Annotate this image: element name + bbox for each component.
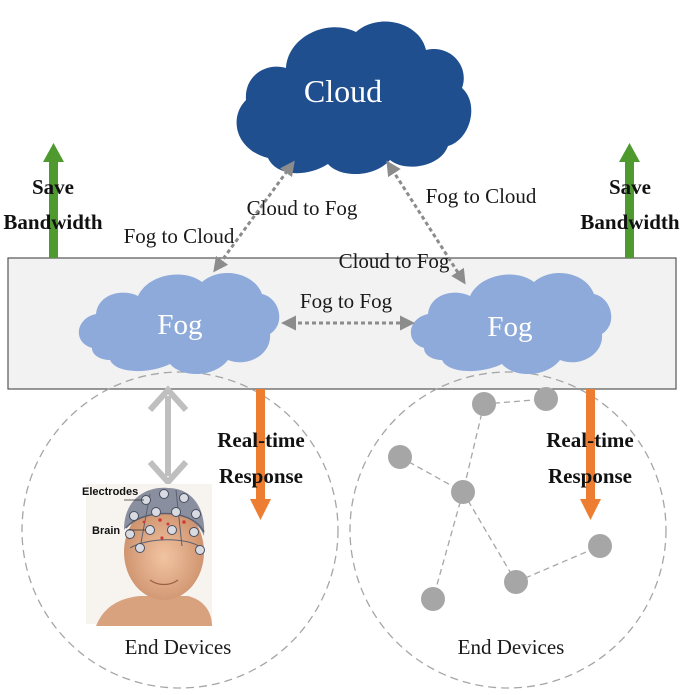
cloud-shape (236, 21, 472, 175)
end-devices-region-left (21, 371, 339, 689)
link-cloud-fog-right (386, 160, 466, 285)
save-bandwidth-arrow-left (43, 143, 64, 258)
sensor-node (421, 587, 445, 611)
fog-shape-right (410, 272, 612, 375)
fog-to-fog-label: Fog to Fog (300, 289, 393, 313)
end-devices-region-right (349, 371, 667, 689)
cloud-label: Cloud (304, 73, 382, 109)
link-cloud-fog-left (213, 160, 295, 273)
end-devices-label-right: End Devices (458, 635, 565, 659)
real-time-response-arrow-left (250, 389, 271, 520)
cloud-to-fog-label-right: Cloud to Fog (339, 249, 450, 273)
sensor-network-nodes (388, 387, 612, 611)
real-time-response-left-line2: Response (219, 464, 303, 488)
end-devices-label-left: End Devices (125, 635, 232, 659)
fog-shape-left (78, 272, 280, 375)
electrodes-label: Electrodes (82, 486, 138, 498)
real-time-response-right-line2: Response (548, 464, 632, 488)
fog-label-left: Fog (157, 309, 202, 341)
brain-label: Brain (92, 525, 120, 537)
save-bandwidth-arrow-right (619, 143, 640, 258)
fog-device-double-arrow (147, 385, 189, 487)
real-time-response-right-line1: Real-time (546, 428, 633, 452)
eeg-headset-image (86, 484, 212, 626)
fog-to-cloud-label-left: Fog to Cloud (124, 224, 235, 248)
fog-label-right: Fog (487, 311, 532, 343)
sensor-node (451, 480, 475, 504)
real-time-response-left-line1: Real-time (217, 428, 304, 452)
sensor-node (504, 570, 528, 594)
save-bandwidth-right-line2: Bandwidth (580, 210, 680, 234)
sensor-node (534, 387, 558, 411)
save-bandwidth-left-line1: Save (32, 175, 74, 199)
save-bandwidth-right-line1: Save (609, 175, 651, 199)
real-time-response-arrow-right (580, 389, 601, 520)
sensor-node (472, 392, 496, 416)
sensor-network-links (399, 398, 601, 600)
save-bandwidth-left-line2: Bandwidth (3, 210, 103, 234)
fog-to-cloud-label-right: Fog to Cloud (426, 184, 537, 208)
sensor-node (588, 534, 612, 558)
cloud-to-fog-label-left: Cloud to Fog (247, 196, 358, 220)
sensor-node (388, 445, 412, 469)
